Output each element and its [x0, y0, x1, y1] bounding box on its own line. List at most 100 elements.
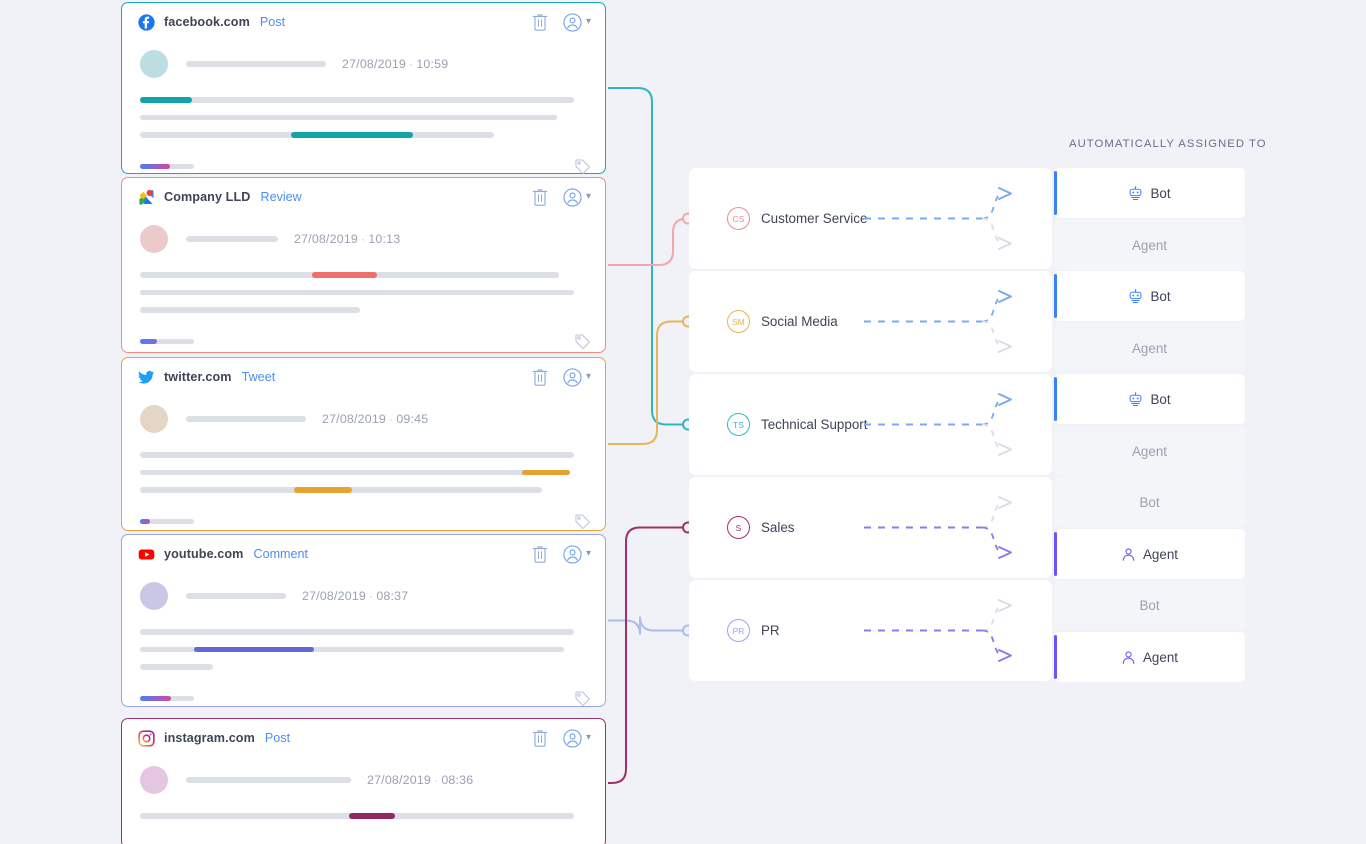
author-row: 27/08/2019·09:45: [140, 396, 591, 442]
trash-icon[interactable]: [531, 12, 549, 32]
assignment-option-agent[interactable]: Agent: [1054, 426, 1245, 476]
content-placeholder-lines: [140, 442, 591, 493]
author-row: 27/08/2019·08:36: [140, 757, 591, 803]
agent-label: Agent: [1143, 649, 1178, 665]
assign-user-button[interactable]: ▾: [563, 12, 591, 32]
time-text: 09:45: [396, 412, 429, 426]
agent-label: Agent: [1132, 443, 1167, 459]
chevron-down-icon: ▾: [585, 191, 591, 202]
tag-icon[interactable]: [574, 333, 591, 350]
assignment-option-bot[interactable]: Bot: [1054, 477, 1245, 527]
connector-path: [608, 217, 688, 266]
assignment-option-agent[interactable]: Agent: [1054, 529, 1245, 579]
card-body: 27/08/2019·10:59: [122, 41, 605, 138]
assignment-option-agent[interactable]: Agent: [1054, 632, 1245, 682]
assignment-option-bot[interactable]: Bot: [1054, 271, 1245, 321]
user-circle-icon[interactable]: [563, 12, 582, 32]
robot-icon: [1130, 185, 1142, 200]
author-name-placeholder: [186, 777, 351, 783]
post-type[interactable]: Post: [264, 731, 291, 745]
assigned-to-header: AUTOMATICALLY ASSIGNED TO: [1069, 138, 1267, 150]
author-name-placeholder: [186, 236, 278, 242]
time-text: 10:13: [368, 232, 401, 246]
connector-path: [608, 320, 683, 445]
person-icon: [1122, 650, 1135, 664]
assignment-option-bot[interactable]: Bot: [1054, 580, 1245, 630]
card-footer: [122, 150, 605, 184]
sentiment-progress: [140, 338, 194, 345]
post-type[interactable]: Post: [259, 15, 286, 29]
author-name-placeholder: [186, 61, 326, 67]
avatar: [140, 225, 168, 253]
assignment-option-bot[interactable]: Bot: [1054, 374, 1245, 424]
author-row: 27/08/2019·10:13: [140, 216, 591, 262]
assignment-option-bot[interactable]: Bot: [1054, 168, 1245, 218]
department-name: PR: [761, 623, 780, 638]
department-initials-badge: S: [727, 516, 750, 539]
user-circle-icon[interactable]: [563, 728, 582, 748]
time-text: 08:37: [376, 589, 409, 603]
connector-path: [608, 87, 683, 426]
routing-arrows: [864, 290, 1012, 353]
user-circle-icon[interactable]: [563, 367, 582, 387]
routing-arrows: [864, 599, 1012, 662]
mention-card[interactable]: Company LLD Review ▾ 27/08/2019·10:13: [121, 177, 606, 353]
author-row: 27/08/2019·08:37: [140, 573, 591, 619]
author-name-placeholder: [186, 593, 286, 599]
content-placeholder-lines: [140, 803, 591, 819]
routing-arrows: [864, 187, 1012, 250]
trash-icon[interactable]: [531, 367, 549, 387]
assign-user-button[interactable]: ▾: [563, 367, 591, 387]
content-placeholder-lines: [140, 619, 591, 670]
assignment-option-agent[interactable]: Agent: [1054, 323, 1245, 373]
assign-user-button[interactable]: ▾: [563, 187, 591, 207]
trash-icon[interactable]: [531, 187, 549, 207]
tag-icon[interactable]: [574, 158, 591, 175]
user-circle-icon[interactable]: [563, 187, 582, 207]
content-line: [140, 452, 591, 458]
chevron-down-icon: ▾: [585, 732, 591, 743]
date-text: 27/08/2019: [322, 412, 387, 426]
post-type[interactable]: Review: [260, 190, 302, 204]
time-text: 10:59: [416, 57, 449, 71]
assignment-option-agent[interactable]: Agent: [1054, 220, 1245, 270]
source-site: facebook.com: [164, 15, 250, 29]
time-text: 08:36: [441, 773, 474, 787]
assign-user-button[interactable]: ▾: [563, 728, 591, 748]
card-body: 27/08/2019·08:37: [122, 573, 605, 670]
tag-icon[interactable]: [574, 690, 591, 707]
mention-card[interactable]: facebook.com Post ▾ 27/08/2019·10:59: [121, 2, 606, 174]
chevron-down-icon: ▾: [585, 548, 591, 559]
content-line: [140, 272, 591, 278]
assign-user-button[interactable]: ▾: [563, 544, 591, 564]
tag-icon[interactable]: [574, 513, 591, 530]
sentiment-progress: [140, 518, 194, 525]
avatar: [140, 50, 168, 78]
date-text: 27/08/2019: [342, 57, 407, 71]
trash-icon[interactable]: [531, 728, 549, 748]
user-circle-icon[interactable]: [563, 544, 582, 564]
card-body: 27/08/2019·10:13: [122, 216, 605, 313]
date-text: 27/08/2019: [367, 773, 432, 787]
avatar: [140, 766, 168, 794]
post-type[interactable]: Comment: [253, 547, 309, 561]
post-type[interactable]: Tweet: [241, 370, 276, 384]
card-body: 27/08/2019·08:36: [122, 757, 605, 819]
trash-icon[interactable]: [531, 544, 549, 564]
source-site: Company LLD: [164, 190, 251, 204]
